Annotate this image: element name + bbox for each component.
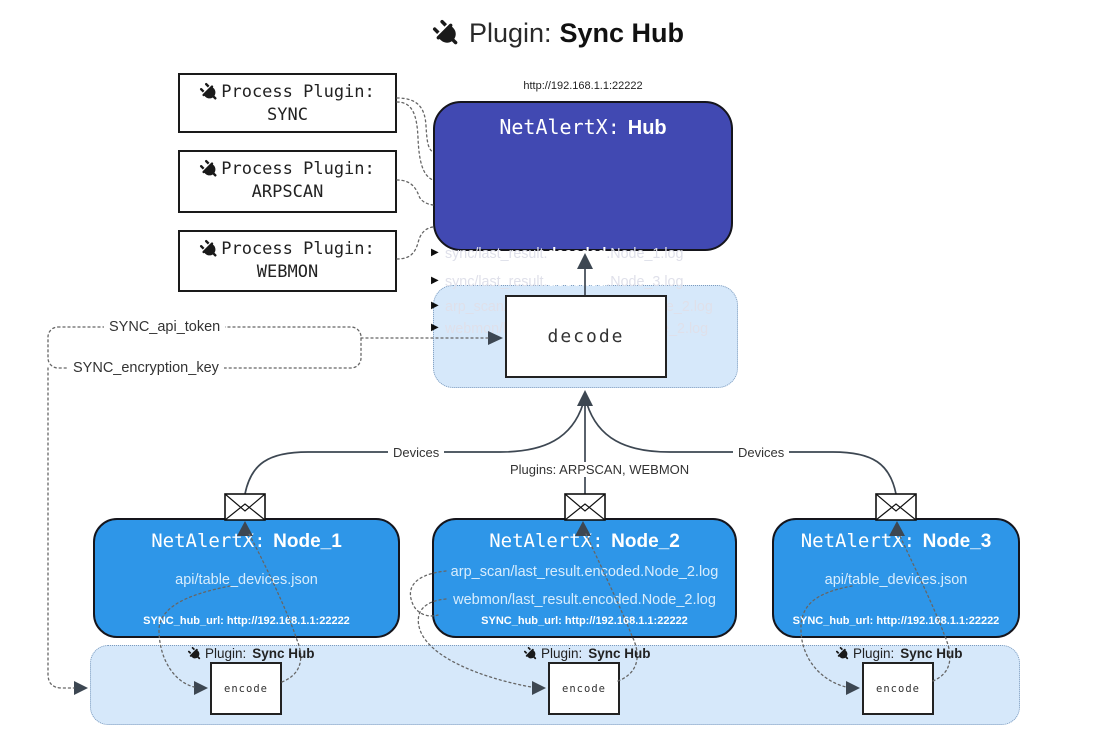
sync-hub-plugin-label: Plugin:Sync Hub (833, 644, 963, 664)
encode-box-2: encode (548, 662, 620, 715)
node-title: NetAlertX:Node_2 (489, 530, 680, 552)
hub-log-line: ▶sync/last_result.decoded.Node_3.log (431, 274, 684, 290)
encode-box-3: encode (862, 662, 934, 715)
sync-hub-plugin-label: Plugin:Sync Hub (521, 644, 651, 664)
plug-icon (196, 156, 223, 183)
diagram-title: Plugin: Sync Hub (0, 18, 1117, 49)
node-file: arp_scan/last_result.encoded.Node_2.log (450, 564, 719, 580)
hub-log-line: ▶sync/last_result.decoded.Node_1.log (431, 246, 684, 262)
triangle-right-icon: ▶ (431, 247, 439, 258)
devices-right-label: Devices (733, 445, 790, 460)
wire-sync-to-hub-log2 (396, 101, 434, 181)
encode-box-1: encode (210, 662, 282, 715)
devices-left-label: Devices (388, 445, 445, 460)
title-name: Sync Hub (559, 18, 685, 48)
hub-box: NetAlertX: Hub ▶sync/last_result.decoded.… (431, 101, 733, 337)
plug-icon (196, 79, 223, 106)
process-plugin-box-webmon: Process Plugin: WEBMON (178, 230, 397, 292)
node-title: NetAlertX:Node_1 (151, 530, 342, 552)
node-file: api/table_devices.json (824, 572, 968, 588)
envelope-icons (224, 493, 917, 521)
wire-arpscan-to-hub-log3 (396, 179, 434, 206)
decode-box: decode (505, 295, 667, 378)
plug-icon (196, 236, 223, 263)
node-file: api/table_devices.json (175, 572, 318, 588)
triangle-right-icon: ▶ (431, 322, 439, 333)
envelope-icon (875, 493, 917, 521)
wire-webmon-to-hub-log4 (396, 226, 434, 260)
sync-encryption-key-label: SYNC_encryption_key (68, 360, 224, 376)
sync-api-token-label: SYNC_api_token (104, 319, 226, 335)
arrow-right-into-panel (74, 681, 88, 695)
node-box-2: NetAlertX:Node_2 arp_scan/last_result.en… (432, 518, 737, 638)
process-plugin-name: WEBMON (256, 262, 319, 282)
process-plugin-label: Process Plugin: (221, 159, 375, 179)
process-plugin-name: ARPSCAN (251, 182, 324, 202)
wire-config-to-panel (47, 367, 75, 689)
plug-icon (521, 644, 541, 664)
arrow-up-into-decode (577, 390, 593, 406)
sync-hub-plugin-label: Plugin:Sync Hub (185, 644, 315, 664)
hub-title-name: Hub (627, 117, 667, 139)
node-hub-url: SYNC_hub_url: http://192.168.1.1:22222 (481, 615, 688, 627)
plugins-mid-label: Plugins: ARPSCAN, WEBMON (505, 462, 695, 477)
hub-title-prefix: NetAlertX: (499, 115, 620, 139)
node-hub-url: SYNC_hub_url: http://192.168.1.1:22222 (792, 615, 1000, 627)
process-plugin-label: Process Plugin: (221, 239, 375, 259)
hub-title: NetAlertX: Hub (435, 115, 731, 140)
process-plugin-label: Process Plugin: (221, 82, 375, 102)
plug-icon (427, 14, 467, 54)
node-box-1: NetAlertX:Node_1 api/table_devices.json … (93, 518, 400, 638)
triangle-right-icon: ▶ (431, 300, 439, 311)
title-prefix: Plugin: (468, 18, 552, 48)
process-plugin-name: SYNC (267, 105, 308, 125)
envelope-icon (224, 493, 266, 521)
triangle-right-icon: ▶ (431, 275, 439, 286)
envelope-icon (564, 493, 606, 521)
node-hub-url: SYNC_hub_url: http://192.168.1.1:22222 (143, 615, 350, 627)
process-plugin-box-sync: Process Plugin: SYNC (178, 73, 397, 133)
process-plugin-box-arpscan: Process Plugin: ARPSCAN (178, 150, 397, 213)
plug-icon (833, 644, 853, 664)
hub-url-label: http://192.168.1.1:22222 (523, 80, 643, 92)
plug-icon (185, 644, 205, 664)
node-file: webmon/last_result.encoded.Node_2.log (453, 592, 716, 608)
wire-sync-to-hub-log1 (396, 97, 434, 153)
node-box-3: NetAlertX:Node_3 api/table_devices.json … (772, 518, 1020, 638)
node-title: NetAlertX:Node_3 (800, 530, 992, 552)
